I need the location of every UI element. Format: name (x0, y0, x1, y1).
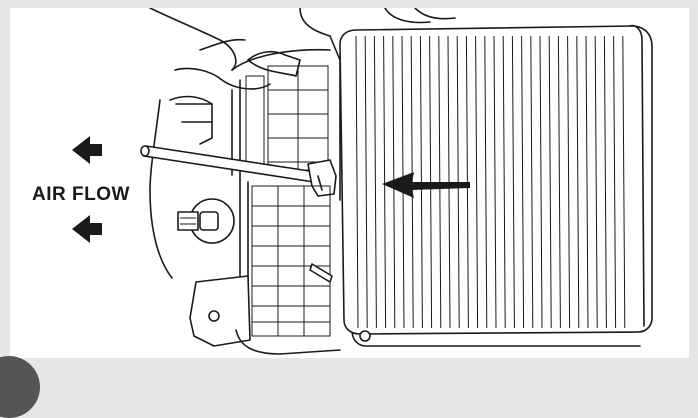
connector (178, 199, 234, 243)
latch-rod (141, 146, 336, 196)
bottom-bracket (190, 276, 340, 354)
airflow-arrow-upper (72, 136, 102, 164)
cabin-filter-diagram (10, 8, 689, 358)
diagram-panel: AIR FLOW (10, 8, 689, 358)
diagram-stage: AIR FLOW (0, 0, 698, 372)
upper-grid (246, 66, 328, 172)
lower-grid (240, 180, 332, 336)
airflow-label: AIR FLOW (32, 184, 130, 206)
airflow-arrow-lower (72, 215, 102, 243)
corner-badge (0, 356, 40, 418)
